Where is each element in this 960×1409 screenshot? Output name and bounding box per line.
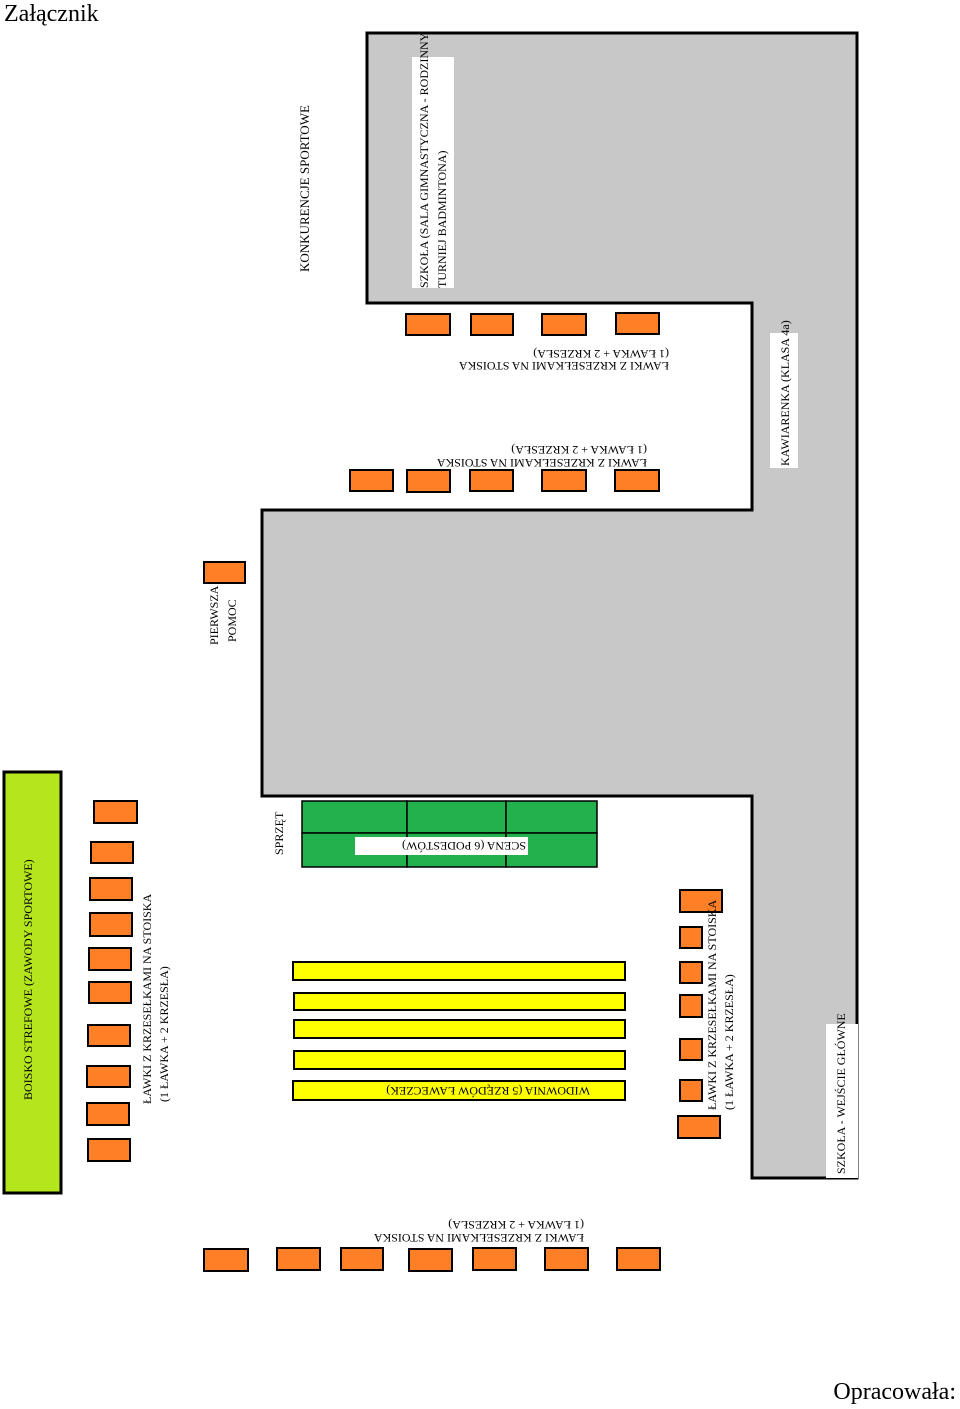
stall (88, 947, 132, 971)
first-aid-stall (203, 561, 246, 584)
stall (203, 1248, 249, 1272)
bench (293, 1050, 626, 1070)
stall-row-bottom (203, 1247, 661, 1272)
sports-competitions-label: KONKURENCJE SPORTOWE (297, 105, 312, 272)
stall (679, 926, 703, 949)
page-title: Załącznik (4, 1, 99, 27)
bench (293, 992, 626, 1011)
stall (89, 912, 133, 937)
stall (340, 1247, 384, 1271)
first-aid-label-line2: POMOC (225, 599, 239, 642)
stall-column-right (677, 889, 723, 1139)
stall (679, 889, 723, 913)
audience-label: WIDOWNIA (5 RZĘDÓW ŁAWECZEK) (386, 1084, 590, 1098)
stall-column-left (86, 800, 138, 1162)
stall (89, 877, 133, 901)
first-aid-label-line1: PIERWSZA (207, 585, 221, 645)
stalls-label-bottom-line1: ŁAWKI Z KRZESEŁKAMI NA STOISKA (374, 1231, 584, 1245)
stall (86, 1102, 130, 1126)
stall (679, 994, 703, 1018)
stage-label-box (355, 837, 528, 855)
stall (276, 1247, 321, 1271)
stall (616, 1247, 661, 1271)
stall (87, 1138, 131, 1162)
bench (293, 1019, 626, 1039)
stall (679, 961, 703, 984)
school-gym-label-box (412, 57, 454, 288)
audience-benches (292, 961, 626, 1101)
stall (405, 313, 451, 336)
stall (90, 841, 134, 864)
zone-field-label: BOISKO STREFOWE (ZAWODY SPORTOWE) (21, 859, 35, 1100)
stall (677, 1115, 721, 1139)
stalls-label-top1-line2: (1 ŁAWKA + 2 KRZESŁA) (533, 347, 669, 361)
stall (541, 469, 587, 492)
bench (292, 1080, 626, 1101)
stall (470, 313, 514, 336)
bench (292, 961, 626, 981)
stall (87, 1024, 131, 1047)
stalls-label-left-line1: ŁAWKI Z KRZESEŁKAMI NA STOISKA (140, 894, 154, 1104)
stall (93, 800, 138, 824)
stalls-label-right-line2: (1 ŁAWKA + 2 KRZESŁA) (722, 974, 736, 1110)
school-gym-label-line2: TURNIEJ BADMINTONA) (435, 151, 449, 288)
stall (614, 469, 660, 492)
page-footer: Opracowała: (833, 1379, 956, 1405)
stage-platform (406, 800, 507, 834)
equipment-label: SPRZĘT (272, 811, 286, 855)
stalls-label-top1-line1: ŁAWKI Z KRZESEŁKAMI NA STOISKA (459, 359, 669, 373)
stall (349, 469, 394, 492)
stage-platform (301, 800, 408, 834)
main-entrance-label: SZKOŁA - WEJŚCIE GŁÓWNE (834, 1013, 848, 1174)
stall (615, 312, 660, 335)
stalls-label-left-line2: (1 ŁAWKA + 2 KRZESŁA) (157, 966, 171, 1102)
stalls-label-right-line1: ŁAWKI Z KRZESEŁKAMI NA STOISKA (705, 900, 719, 1110)
stall (541, 313, 587, 336)
stall (406, 469, 451, 493)
stall-row-top-2 (349, 469, 660, 493)
stall (679, 1079, 703, 1102)
stall (86, 1065, 131, 1088)
cafe-label-box (770, 333, 798, 468)
stalls-label-bottom-line2: (1 ŁAWKA + 2 KRZESŁA) (448, 1218, 584, 1232)
stall (408, 1248, 453, 1272)
stall (88, 981, 132, 1004)
main-entrance-label-box (826, 1024, 858, 1178)
school-building (260, 31, 859, 1180)
stalls-label-top2-line2: (1 ŁAWKA + 2 KRZESŁA) (511, 443, 647, 457)
zone-field (2, 770, 63, 1195)
stall (469, 469, 514, 492)
stage-label: SCENA (6 PODESTÓW) (402, 839, 526, 853)
stalls-label-top2-line1: ŁAWKI Z KRZESEŁKAMI NA STOISKA (437, 456, 647, 470)
cafe-label: KAWIARENKA (KLASA 4a) (778, 320, 792, 466)
stage (301, 800, 598, 868)
stall (679, 1038, 703, 1061)
school-gym-label-line1: SZKOŁA (SALA GIMNASTYCZNA - RODZINNY (417, 32, 431, 288)
stall (544, 1247, 589, 1271)
stall-row-top-1 (405, 312, 660, 336)
stage-platform (505, 800, 598, 834)
stall (472, 1247, 517, 1271)
